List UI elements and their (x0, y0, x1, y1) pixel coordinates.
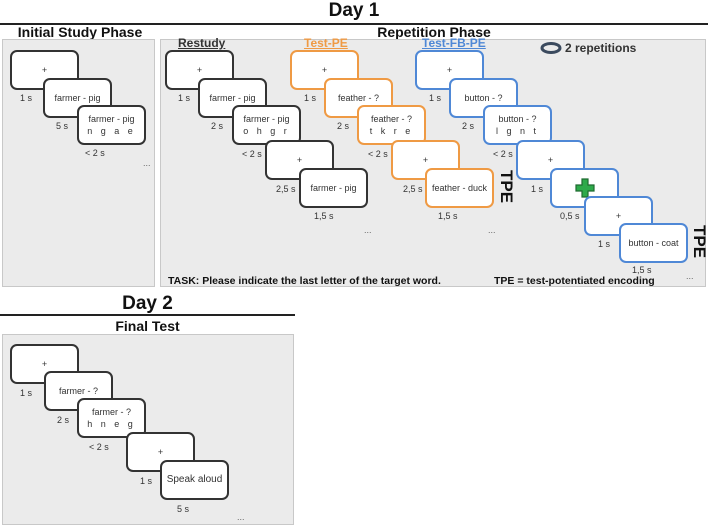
speak-aloud-card: Speak aloud (160, 460, 229, 500)
day1-title: Day 1 (328, 0, 380, 21)
card-text: feather - duck (431, 183, 488, 193)
fixation-card: + (584, 196, 653, 236)
card-text: + (321, 65, 328, 75)
letter-task-card: button - ? l g n t (483, 105, 552, 145)
duration-label: 2 s (462, 121, 475, 131)
duration-label: 1 s (20, 93, 33, 103)
card-text: farmer - pig (310, 183, 357, 193)
letter-options: o h g r (243, 126, 290, 136)
duration-label: 2,5 s (276, 184, 296, 194)
card-text: farmer - pig (88, 114, 135, 124)
card-text: + (422, 155, 429, 165)
green-plus-icon (574, 178, 595, 198)
card-text: + (296, 155, 303, 165)
letter-options: l g n t (495, 126, 539, 136)
card-text: button - ? (498, 114, 537, 124)
final-test-title: Final Test (115, 318, 180, 334)
duration-label: 1 s (140, 476, 153, 486)
card-text: + (615, 211, 622, 221)
initial-study-title: Initial Study Phase (17, 24, 143, 40)
card-text: feather - ? (370, 114, 413, 124)
repetitions-indicator: 2 repetitions (540, 41, 636, 55)
duration-label: 1,5 s (632, 265, 652, 275)
letter-task-card: farmer - pig n g a e (77, 105, 146, 145)
letter-options: n g a e (87, 126, 136, 136)
tpe-marker: TPE (497, 170, 516, 204)
card-text: + (157, 447, 164, 457)
tpe-marker: TPE (690, 225, 708, 259)
duration-label: 1,5 s (314, 211, 334, 221)
day1-divider (0, 23, 708, 25)
repetition-phase-title: Repetition Phase (377, 24, 491, 40)
card-text: button - coat (628, 238, 679, 248)
card-text: feather - ? (337, 93, 380, 103)
card-text: + (41, 359, 48, 369)
continuation-ellipsis: ... (143, 158, 151, 168)
card-text: + (547, 155, 554, 165)
duration-label: 2 s (337, 121, 350, 131)
duration-label: 1 s (429, 93, 442, 103)
duration-label: 2 s (57, 415, 70, 425)
repetitions-label: 2 repetitions (565, 41, 637, 55)
duration-label: 1 s (178, 93, 191, 103)
card-text: Speak aloud (166, 474, 223, 485)
letter-task-card: feather - ? t k r e (357, 105, 426, 145)
tpe-definition: TPE = test-potentiated encoding (494, 275, 655, 287)
task-instruction: TASK: Please indicate the last letter of… (168, 275, 441, 287)
word-pair-card: feather - duck (425, 168, 494, 208)
letter-task-card: farmer - ? h n e g (77, 398, 146, 438)
duration-label: < 2 s (89, 442, 109, 452)
duration-label: 1 s (20, 388, 33, 398)
duration-label: 0,5 s (560, 211, 580, 221)
continuation-ellipsis: ... (364, 225, 372, 235)
card-text: farmer - pig (243, 114, 290, 124)
word-pair-card: button - coat (619, 223, 688, 263)
duration-label: 2,5 s (403, 184, 423, 194)
card-text: + (41, 65, 48, 75)
word-pair-card: farmer - pig (299, 168, 368, 208)
test-fb-pe-label: Test-FB-PE (422, 36, 486, 50)
duration-label: < 2 s (85, 148, 105, 158)
card-text: button - ? (464, 93, 503, 103)
duration-label: 1,5 s (438, 211, 458, 221)
continuation-ellipsis: ... (686, 271, 694, 281)
day2-title: Day 2 (122, 293, 173, 314)
duration-label: 5 s (177, 504, 190, 514)
duration-label: < 2 s (368, 149, 388, 159)
card-text: + (196, 65, 203, 75)
card-text: + (446, 65, 453, 75)
restudy-label: Restudy (178, 36, 226, 50)
letter-task-card: farmer - pig o h g r (232, 105, 301, 145)
letter-options: t k r e (369, 126, 414, 136)
duration-label: 1 s (304, 93, 317, 103)
duration-label: < 2 s (493, 149, 513, 159)
repeat-icon (540, 42, 562, 54)
card-text: farmer - ? (91, 407, 131, 417)
day2-divider (0, 314, 295, 316)
card-text: farmer - pig (209, 93, 256, 103)
duration-label: < 2 s (242, 149, 262, 159)
duration-label: 2 s (211, 121, 224, 131)
card-text: farmer - ? (58, 386, 98, 396)
duration-label: 5 s (56, 121, 69, 131)
duration-label: 1 s (598, 239, 611, 249)
card-text: farmer - pig (54, 93, 101, 103)
letter-options: h n e g (87, 419, 136, 429)
continuation-ellipsis: ... (237, 512, 245, 522)
duration-label: 1 s (531, 184, 544, 194)
test-pe-label: Test-PE (304, 36, 348, 50)
continuation-ellipsis: ... (488, 225, 496, 235)
